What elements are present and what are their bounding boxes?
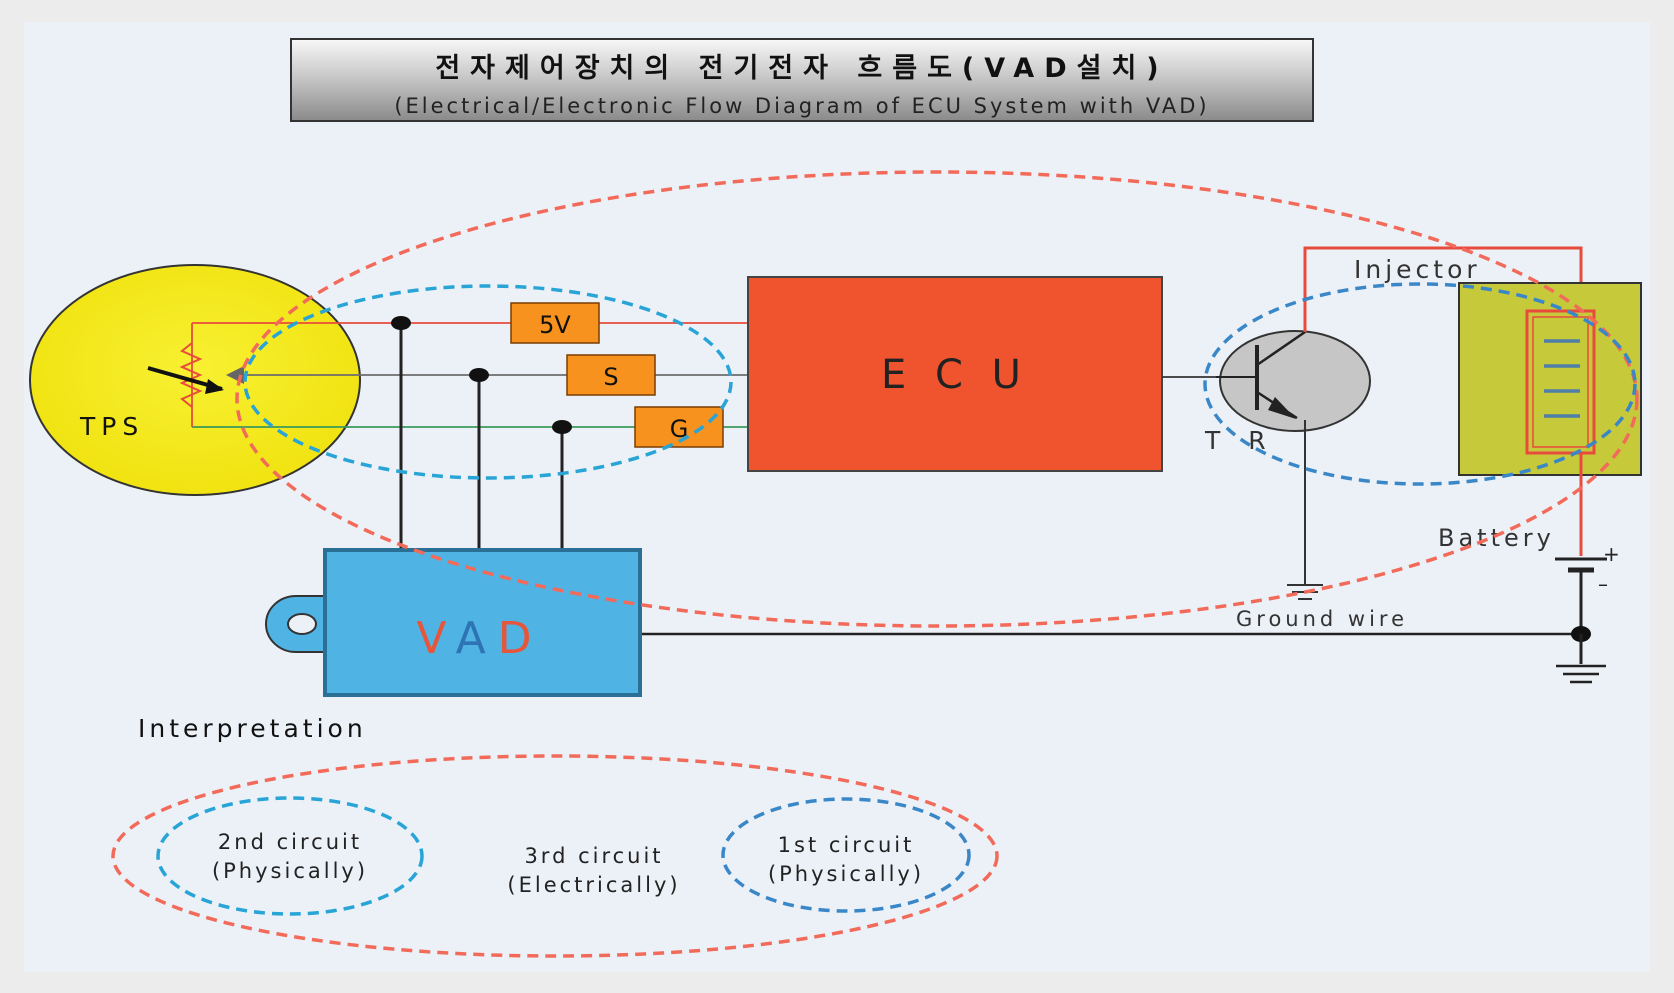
battery-plus: +	[1603, 542, 1620, 566]
title-banner: 전자제어장치의 전기전자 흐름도(VAD설치) (Electrical/Elec…	[290, 38, 1314, 122]
legend-first-line2: (Physically)	[768, 862, 924, 886]
injector-coil-icon	[1525, 309, 1596, 455]
legend-heading: Interpretation	[138, 714, 367, 743]
legend-second-circuit	[156, 796, 424, 916]
vad-label: VAD	[416, 613, 543, 664]
legend-first-line1: 1st circuit	[778, 833, 915, 857]
transistor-icon	[1216, 330, 1306, 420]
legend-first-circuit	[721, 797, 971, 913]
legend-third-line2: (Electrically)	[507, 873, 680, 897]
variable-resistor-icon	[147, 342, 244, 408]
tps-label: TPS	[79, 412, 144, 441]
title-korean: 전자제어장치의 전기전자 흐름도(VAD설치)	[435, 53, 1168, 84]
third-circuit-boundary	[235, 170, 1639, 628]
title-english: (Electrical/Electronic Flow Diagram of E…	[394, 94, 1209, 118]
injector-label: Injector	[1354, 255, 1481, 284]
ecu-label: E C U	[881, 352, 1029, 398]
ecu-box	[747, 276, 1163, 472]
legend-second-line1: 2nd circuit	[218, 830, 362, 854]
first-circuit-boundary	[1203, 282, 1637, 486]
legend-third-circuit	[111, 754, 999, 958]
svg-text:S: S	[603, 363, 618, 391]
svg-text:G: G	[670, 415, 689, 443]
vad-mounting-tab	[265, 595, 329, 653]
ground-wire-label: Ground wire	[1236, 607, 1408, 631]
legend-third-line1: 3rd circuit	[524, 844, 663, 868]
svg-text:5V: 5V	[539, 311, 571, 339]
diagram-panel	[24, 22, 1650, 972]
battery-symbol-icon	[1555, 557, 1607, 634]
wire-injector-loop	[1303, 246, 1583, 332]
injector-box	[1458, 282, 1642, 476]
legend-second-line2: (Physically)	[212, 859, 368, 883]
battery-minus: –	[1598, 572, 1608, 596]
ground-symbol-icon	[1556, 664, 1606, 684]
battery-label: Battery	[1438, 524, 1555, 552]
signal-box-5v: 5V	[510, 302, 600, 344]
vad-tap-lines	[399, 323, 564, 550]
vad-box	[323, 548, 642, 697]
junction-dots	[391, 316, 572, 434]
signal-box-s: S	[566, 354, 656, 396]
second-circuit-boundary	[243, 284, 733, 480]
